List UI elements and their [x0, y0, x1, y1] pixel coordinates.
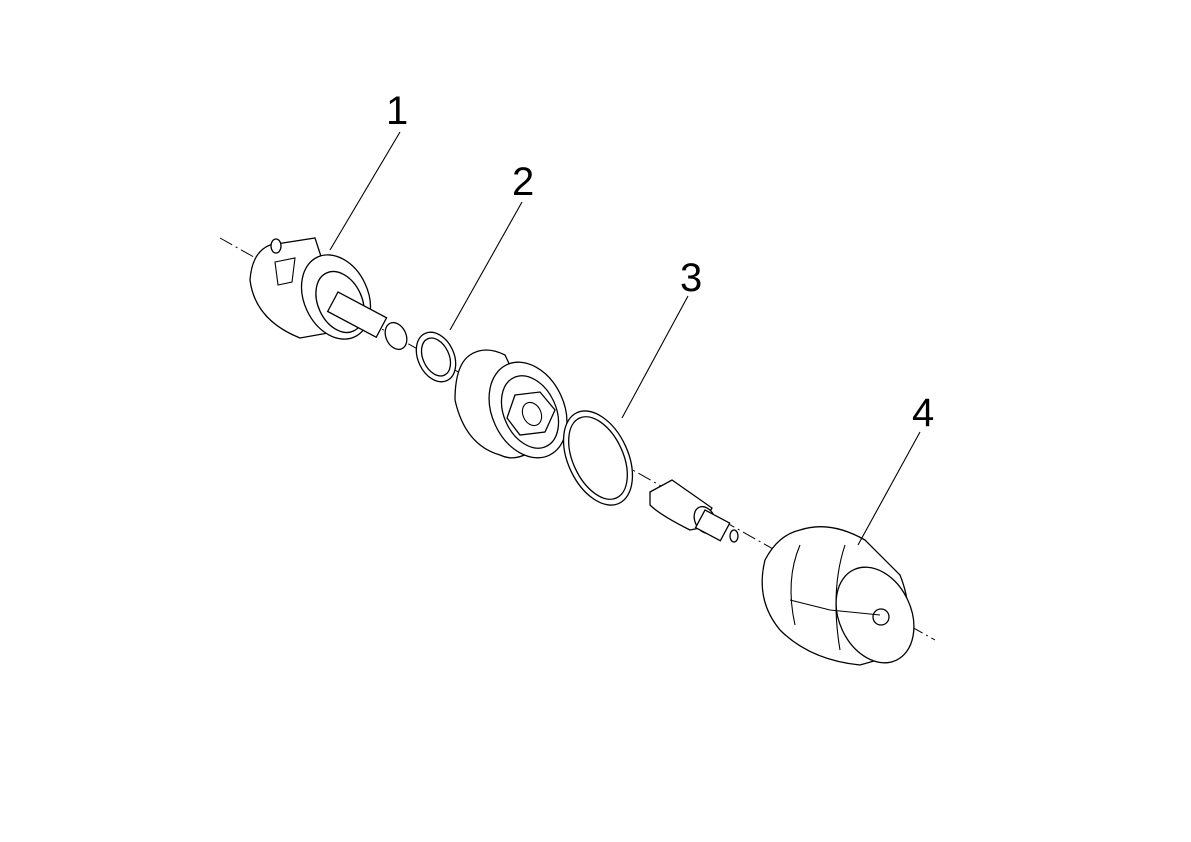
part-2-o-ring — [415, 331, 457, 383]
callout-1: 1 — [386, 89, 408, 133]
callout-4: 4 — [912, 391, 934, 435]
part-3-o-ring — [562, 410, 634, 506]
part-2-bushing — [454, 349, 568, 459]
callout-3: 3 — [680, 256, 702, 300]
callout-2: 2 — [512, 160, 534, 204]
leader-line-4 — [857, 431, 921, 546]
part-4-valve-body — [761, 526, 915, 666]
leader-line-1 — [329, 131, 401, 251]
part-3-spline-adapter — [649, 479, 739, 543]
leader-line-2 — [449, 201, 523, 331]
leader-line-3 — [621, 295, 689, 419]
part-1-cartridge — [249, 237, 408, 351]
